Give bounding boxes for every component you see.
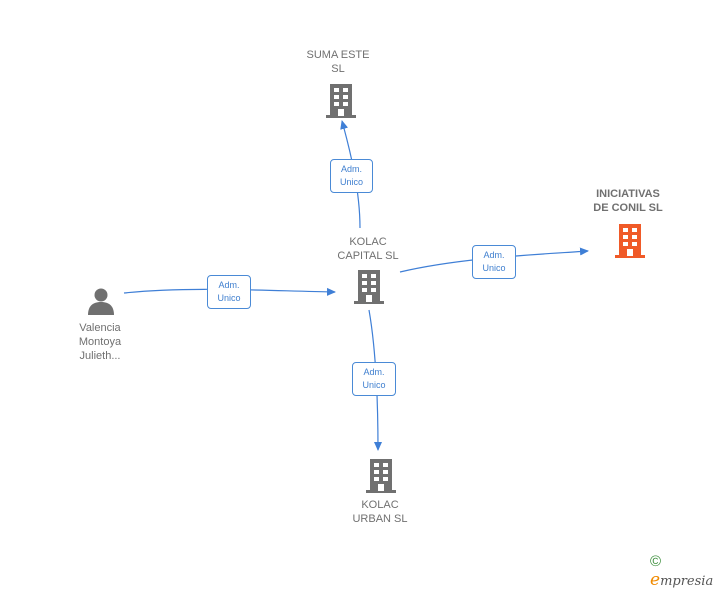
node-label-line: Julieth... [79,350,121,362]
empresia-logo[interactable]: empresia [650,570,714,590]
building-icon[interactable] [366,459,396,493]
person-icon[interactable] [87,287,115,315]
edge-role-line: Adm. [218,280,240,290]
node-label-line: KOLAC [349,236,387,248]
edge-label-kolac-urban[interactable]: Adm. Unico [352,362,396,396]
building-icon[interactable] [326,84,356,118]
building-icon[interactable] [354,270,384,304]
node-label-line: SL [331,63,345,75]
edge-label-suma-este[interactable]: Adm. Unico [330,159,373,193]
edge-role-line: Unico [362,380,386,390]
node-label-line: SUMA ESTE [306,49,370,61]
node-label-line: DE CONIL SL [593,202,663,214]
node-label-line: KOLAC [361,499,399,511]
edge-role-line: Adm. [363,367,385,377]
node-label-line: URBAN SL [352,513,408,525]
edge-role-line: Unico [217,293,241,303]
node-label-kolac-urban[interactable]: KOLAC URBAN SL [330,498,430,526]
edge-role-line: Adm. [483,250,505,260]
edge-role-line: Unico [482,263,506,273]
node-label-valencia[interactable]: Valencia Montoya Julieth... [60,321,140,363]
node-label-line: INICIATIVAS [596,188,660,200]
edge-label-iniciativas[interactable]: Adm. Unico [472,245,516,279]
node-label-kolac-capital[interactable]: KOLAC CAPITAL SL [318,235,418,263]
edge-role-line: Adm. [340,164,362,174]
node-label-suma-este[interactable]: SUMA ESTE SL [298,48,378,76]
edge-label-valencia[interactable]: Adm. Unico [207,275,251,309]
node-label-line: Valencia [79,322,121,334]
footer-brand: © empresia [650,553,728,590]
edge-role-line: Unico [339,177,363,187]
copyright-icon: © [650,553,662,570]
building-icon-highlighted[interactable] [615,224,645,258]
node-label-iniciativas[interactable]: INICIATIVAS DE CONIL SL [578,187,678,215]
node-label-line: CAPITAL SL [337,250,399,262]
node-label-line: Montoya [78,336,122,348]
